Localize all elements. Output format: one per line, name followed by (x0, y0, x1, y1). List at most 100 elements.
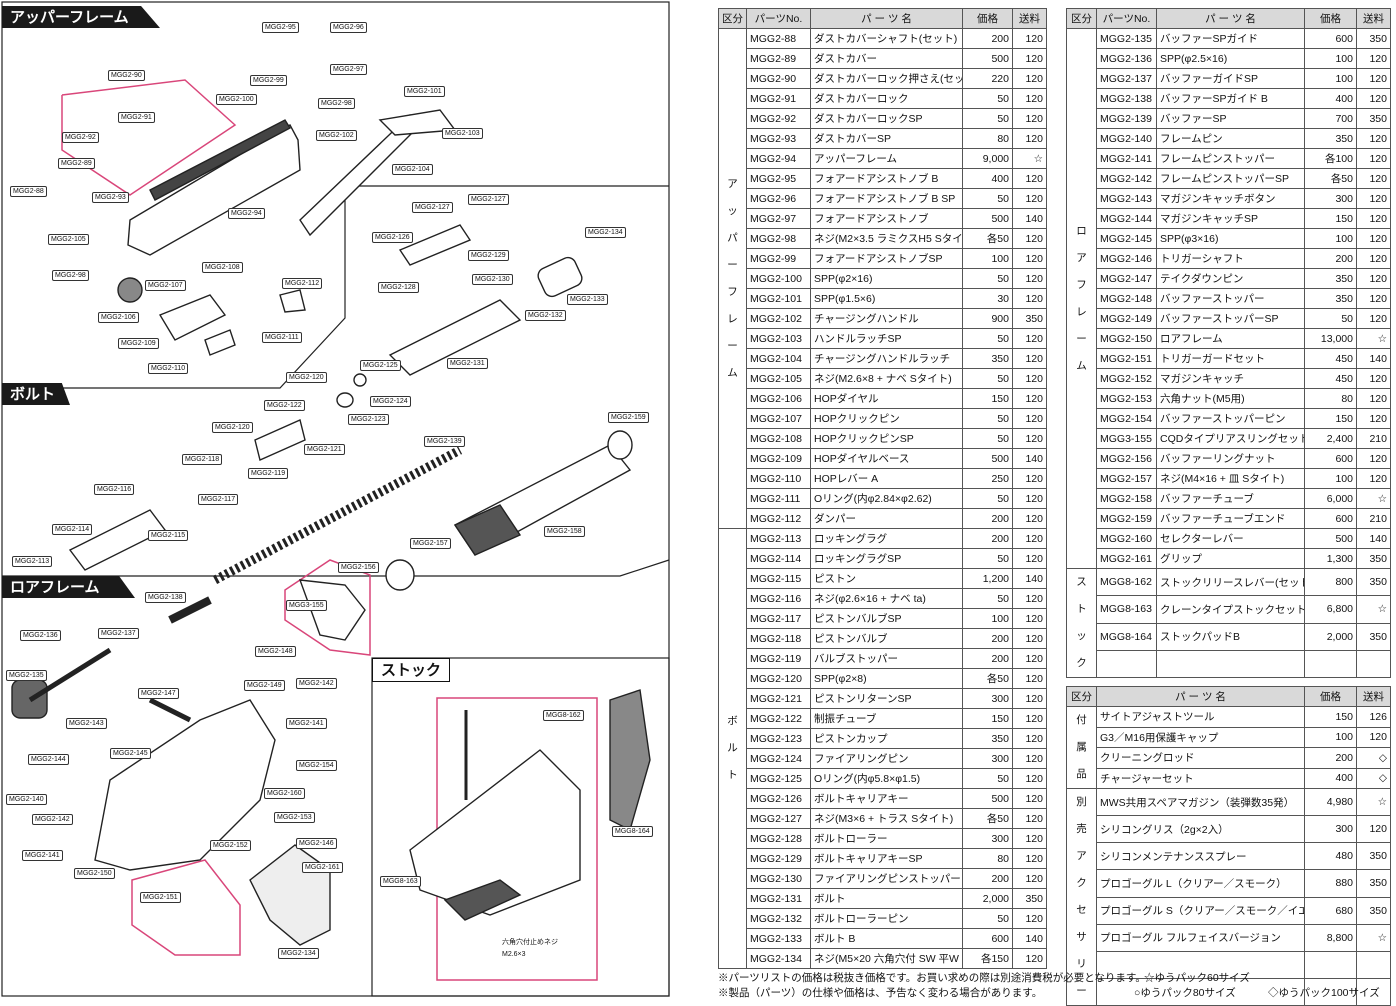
cell-price: 1,200 (962, 568, 1013, 589)
header-price: 価格 (1304, 8, 1357, 29)
cell-shipping: 350 (1356, 28, 1391, 49)
part-callout: MGG2-121 (304, 444, 345, 455)
cell-price: 350 (962, 728, 1013, 749)
cell-shipping: 120 (1356, 128, 1391, 149)
cell-price: 600 (1304, 448, 1357, 469)
cell-part-name: ロアフレーム (1156, 328, 1305, 349)
cell-part-no: MGG2-150 (1096, 328, 1157, 349)
cell-shipping: 350 (1012, 308, 1047, 329)
cell-part-name: フォアードアシストノブSP (810, 248, 963, 269)
cell-price: 100 (962, 248, 1013, 269)
cell-shipping: 350 (1356, 896, 1391, 925)
cell-shipping: 120 (1356, 168, 1391, 189)
part-callout: MGG2-161 (302, 862, 343, 873)
cell-part-name: マガジンキャッチボタン (1156, 188, 1305, 209)
part-callout: MGG2-112 (282, 278, 323, 289)
cell-part-name: バッファーガイドSP (1156, 68, 1305, 89)
cell-price: 400 (1304, 767, 1357, 789)
cell-price: 100 (1304, 726, 1357, 748)
diagram-lines (1, 1, 670, 997)
cell-price: 300 (1304, 188, 1357, 209)
cell-price: 200 (962, 648, 1013, 669)
cell-part-name: トリガーシャフト (1156, 248, 1305, 269)
part-callout: MGG8-162 (543, 710, 584, 721)
cell-part-name: HOPクリックピン (810, 408, 963, 429)
part-callout: MGG2-110 (148, 363, 189, 374)
cell-shipping: 120 (1012, 768, 1047, 789)
cell-part-no: MGG2-123 (746, 728, 811, 749)
cell-shipping: 140 (1356, 528, 1391, 549)
cell-part-name: Oリング(内φ5.8×φ1.5) (810, 768, 963, 789)
category-label: ストック (1066, 568, 1097, 678)
cell-price: 880 (1304, 869, 1357, 898)
cell-shipping: 120 (1356, 88, 1391, 109)
cell-price: 450 (1304, 368, 1357, 389)
cell-price: 100 (962, 608, 1013, 629)
cell-part-name: マガジンキャッチSP (1156, 208, 1305, 229)
part-callout: MGG2-94 (228, 208, 265, 219)
part-callout: MGG2-116 (94, 484, 135, 495)
cell-part-no: MGG2-154 (1096, 408, 1157, 429)
cell-part-name: ネジ(φ2.6×16 + ナベ ta) (810, 588, 963, 609)
cell-part-name: バッファーストッパーピン (1156, 408, 1305, 429)
cell-shipping: 120 (1012, 548, 1047, 569)
footer-note-tax: ※パーツリストの価格は税抜き価格です。お買い求めの際は別途消費税が必要となります… (718, 972, 1146, 984)
header-part-name: パ ー ツ 名 (1096, 686, 1305, 707)
cell-price: 13,000 (1304, 328, 1357, 349)
section-tag-stock: ストック (372, 658, 451, 682)
part-callout: MGG2-140 (6, 794, 47, 805)
part-callout: MGG2-91 (118, 112, 155, 123)
cell-part-no: MGG2-126 (746, 788, 811, 809)
part-callout: MGG8-163 (380, 876, 421, 887)
cell-part-name: ロッキングラグ (810, 528, 963, 549)
cell-part-no: MGG2-161 (1096, 548, 1157, 569)
part-callout: MGG2-145 (110, 748, 151, 759)
cell-shipping: 350 (1356, 622, 1391, 651)
category-label: 別売アクセサリー (1066, 788, 1097, 1006)
cell-part-name: フレームピンストッパーSP (1156, 168, 1305, 189)
cell-shipping: 120 (1012, 648, 1047, 669)
cell-price: 各50 (1304, 168, 1357, 189)
cell-shipping: 120 (1356, 188, 1391, 209)
cell-shipping: 120 (1012, 368, 1047, 389)
cell-price: 50 (962, 368, 1013, 389)
cell-part-no: MGG2-134 (746, 948, 811, 969)
header-price: 価格 (962, 8, 1013, 29)
cell-shipping: 120 (1012, 128, 1047, 149)
cell-price: 100 (1304, 468, 1357, 489)
cell-shipping: 350 (1356, 842, 1391, 871)
part-callout: MGG2-122 (264, 400, 305, 411)
cell-part-name: プロゴーグル フルフェイスバージョン (1096, 923, 1305, 952)
part-callout: MGG2-151 (140, 892, 181, 903)
cell-shipping: ☆ (1356, 787, 1391, 817)
cell-part-name: ファイアリングピン (810, 748, 963, 769)
cell-shipping: 120 (1012, 268, 1047, 289)
cell-price: 300 (962, 828, 1013, 849)
cell-price: 350 (1304, 268, 1357, 289)
cell-part-no: MGG2-101 (746, 288, 811, 309)
part-callout: MGG2-95 (262, 22, 299, 33)
cell-shipping: ☆ (1012, 148, 1047, 169)
cell-shipping: 120 (1012, 728, 1047, 749)
cell-part-no: MGG2-129 (746, 848, 811, 869)
part-callout: MGG2-105 (48, 234, 89, 245)
header-part-name: パ ー ツ 名 (810, 8, 963, 29)
cell-shipping: ◇ (1356, 767, 1391, 789)
cell-part-name: ピストンバルブSP (810, 608, 963, 629)
cell-part-no: MGG2-90 (746, 68, 811, 89)
part-callout: MGG2-100 (216, 94, 257, 105)
cell-part-name: ハンドルラッチSP (810, 328, 963, 349)
cell-shipping: 120 (1356, 288, 1391, 309)
cell-price: 200 (1304, 248, 1357, 269)
